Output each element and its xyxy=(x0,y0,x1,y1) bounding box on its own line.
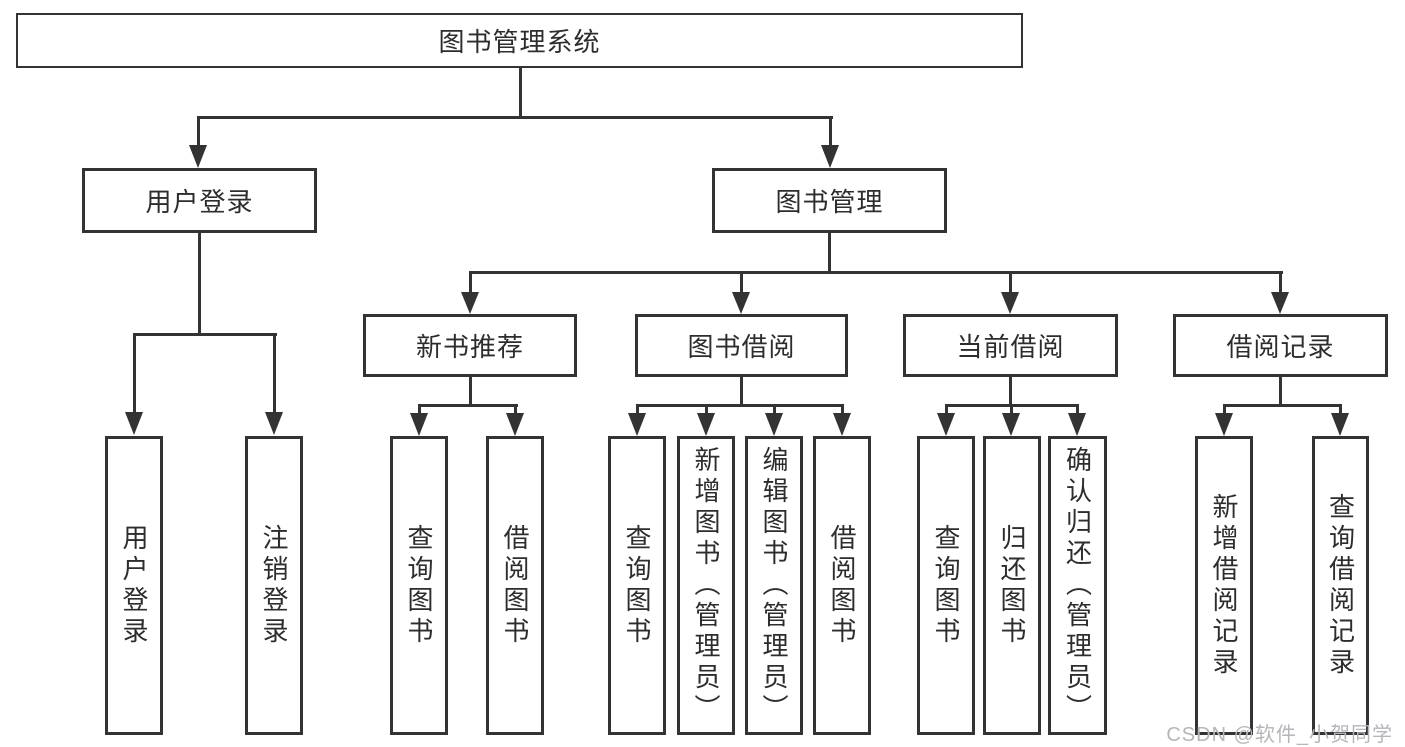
connector-line xyxy=(945,404,948,414)
connector-line xyxy=(133,333,136,413)
leaf-cb-confirm-return-admin-label: 确认归还（管理员） xyxy=(1062,446,1093,725)
leaf-br-query-record: 查询借阅记录 xyxy=(1312,436,1369,735)
node-book-management-label: 图书管理 xyxy=(775,187,884,217)
node-user-login: 用户登录 xyxy=(82,168,317,233)
leaf-nb-query-books-label: 查询图书 xyxy=(404,523,434,648)
leaf-bb-edit-books-admin: 编辑图书（管理员） xyxy=(745,436,803,735)
connector-line xyxy=(841,404,844,414)
leaf-br-add-record-label: 新增借阅记录 xyxy=(1209,492,1239,679)
connector-line xyxy=(1223,404,1226,414)
connector-line xyxy=(1009,271,1012,293)
leaf-bb-query-books-label: 查询图书 xyxy=(622,523,652,648)
arrow-down-icon xyxy=(1271,292,1289,314)
leaf-nb-query-books: 查询图书 xyxy=(390,436,448,735)
arrow-down-icon xyxy=(765,413,783,436)
connector-line xyxy=(740,271,743,293)
connector-line xyxy=(1076,404,1079,414)
arrow-down-icon xyxy=(1001,292,1019,314)
node-library-system: 图书管理系统 xyxy=(16,13,1023,68)
connector-line xyxy=(636,404,639,414)
connector-line xyxy=(469,271,472,293)
connector-line xyxy=(1223,404,1342,407)
connector-line xyxy=(197,116,833,119)
connector-line xyxy=(1339,404,1342,414)
connector-line xyxy=(1279,377,1282,406)
leaf-bb-edit-books-admin-label: 编辑图书（管理员） xyxy=(759,446,789,725)
connector-line xyxy=(1279,271,1282,293)
node-borrowing-records-label: 借阅记录 xyxy=(1226,332,1335,362)
node-new-book-recommend-label: 新书推荐 xyxy=(415,332,524,362)
arrow-down-icon xyxy=(821,145,839,168)
arrow-down-icon xyxy=(506,413,524,436)
connector-line xyxy=(418,404,518,407)
connector-line xyxy=(740,377,743,406)
connector-line xyxy=(705,404,708,414)
connector-line xyxy=(829,116,832,146)
leaf-bb-add-books-admin-label: 新增图书（管理员） xyxy=(691,446,721,725)
leaf-cb-query-books-label: 查询图书 xyxy=(931,523,961,648)
connector-line xyxy=(469,271,1283,274)
arrow-down-icon xyxy=(265,412,283,435)
connector-line xyxy=(273,333,276,413)
connector-line xyxy=(133,333,277,336)
leaf-nb-borrow-books: 借阅图书 xyxy=(486,436,544,735)
connector-line xyxy=(1009,377,1012,406)
arrow-down-icon xyxy=(189,145,207,168)
connector-line xyxy=(418,404,421,414)
arrow-down-icon xyxy=(697,413,715,436)
watermark: CSDN @软件_小贺同学 xyxy=(1166,724,1393,746)
connector-line xyxy=(197,116,200,146)
leaf-bb-borrow-books-label: 借阅图书 xyxy=(827,523,857,648)
leaf-bb-add-books-admin: 新增图书（管理员） xyxy=(677,436,735,735)
node-user-login-label: 用户登录 xyxy=(145,187,254,217)
leaf-bb-query-books: 查询图书 xyxy=(608,436,666,735)
leaf-cb-confirm-return-admin: 确认归还（管理员） xyxy=(1048,436,1107,735)
node-book-borrowing: 图书借阅 xyxy=(635,314,848,377)
leaf-nb-borrow-books-label: 借阅图书 xyxy=(500,523,530,648)
arrow-down-icon xyxy=(461,292,479,314)
arrow-down-icon xyxy=(1215,413,1233,436)
node-borrowing-records: 借阅记录 xyxy=(1173,314,1388,377)
node-library-system-label: 图书管理系统 xyxy=(438,27,601,57)
node-book-borrowing-label: 图书借阅 xyxy=(687,332,796,362)
arrow-down-icon xyxy=(833,413,851,436)
leaf-cb-query-books: 查询图书 xyxy=(917,436,975,735)
leaf-br-add-record: 新增借阅记录 xyxy=(1195,436,1253,735)
node-current-borrowing: 当前借阅 xyxy=(903,314,1118,377)
connector-line xyxy=(1010,404,1013,414)
leaf-cb-return-books: 归还图书 xyxy=(983,436,1041,735)
leaf-bb-borrow-books: 借阅图书 xyxy=(813,436,871,735)
arrow-down-icon xyxy=(410,413,428,436)
connector-line xyxy=(469,377,472,406)
arrow-down-icon xyxy=(1331,413,1349,436)
arrow-down-icon xyxy=(937,413,955,436)
leaf-logout-label: 注销登录 xyxy=(259,523,289,648)
leaf-user-login: 用户登录 xyxy=(105,436,163,735)
arrow-down-icon xyxy=(1068,413,1086,436)
arrow-down-icon xyxy=(732,292,750,314)
node-new-book-recommend: 新书推荐 xyxy=(363,314,577,377)
connector-line xyxy=(514,404,517,414)
connector-line xyxy=(773,404,776,414)
leaf-logout: 注销登录 xyxy=(245,436,303,735)
connector-line xyxy=(198,233,201,336)
leaf-user-login-label: 用户登录 xyxy=(119,523,149,648)
leaf-br-query-record-label: 查询借阅记录 xyxy=(1325,492,1356,679)
connector-line xyxy=(519,68,522,119)
arrow-down-icon xyxy=(628,413,646,436)
arrow-down-icon xyxy=(1002,413,1020,436)
connector-line xyxy=(636,404,844,407)
node-current-borrowing-label: 当前借阅 xyxy=(956,332,1065,362)
arrow-down-icon xyxy=(125,412,143,435)
connector-line xyxy=(828,233,831,274)
node-book-management: 图书管理 xyxy=(712,168,947,233)
leaf-cb-return-books-label: 归还图书 xyxy=(997,523,1027,648)
